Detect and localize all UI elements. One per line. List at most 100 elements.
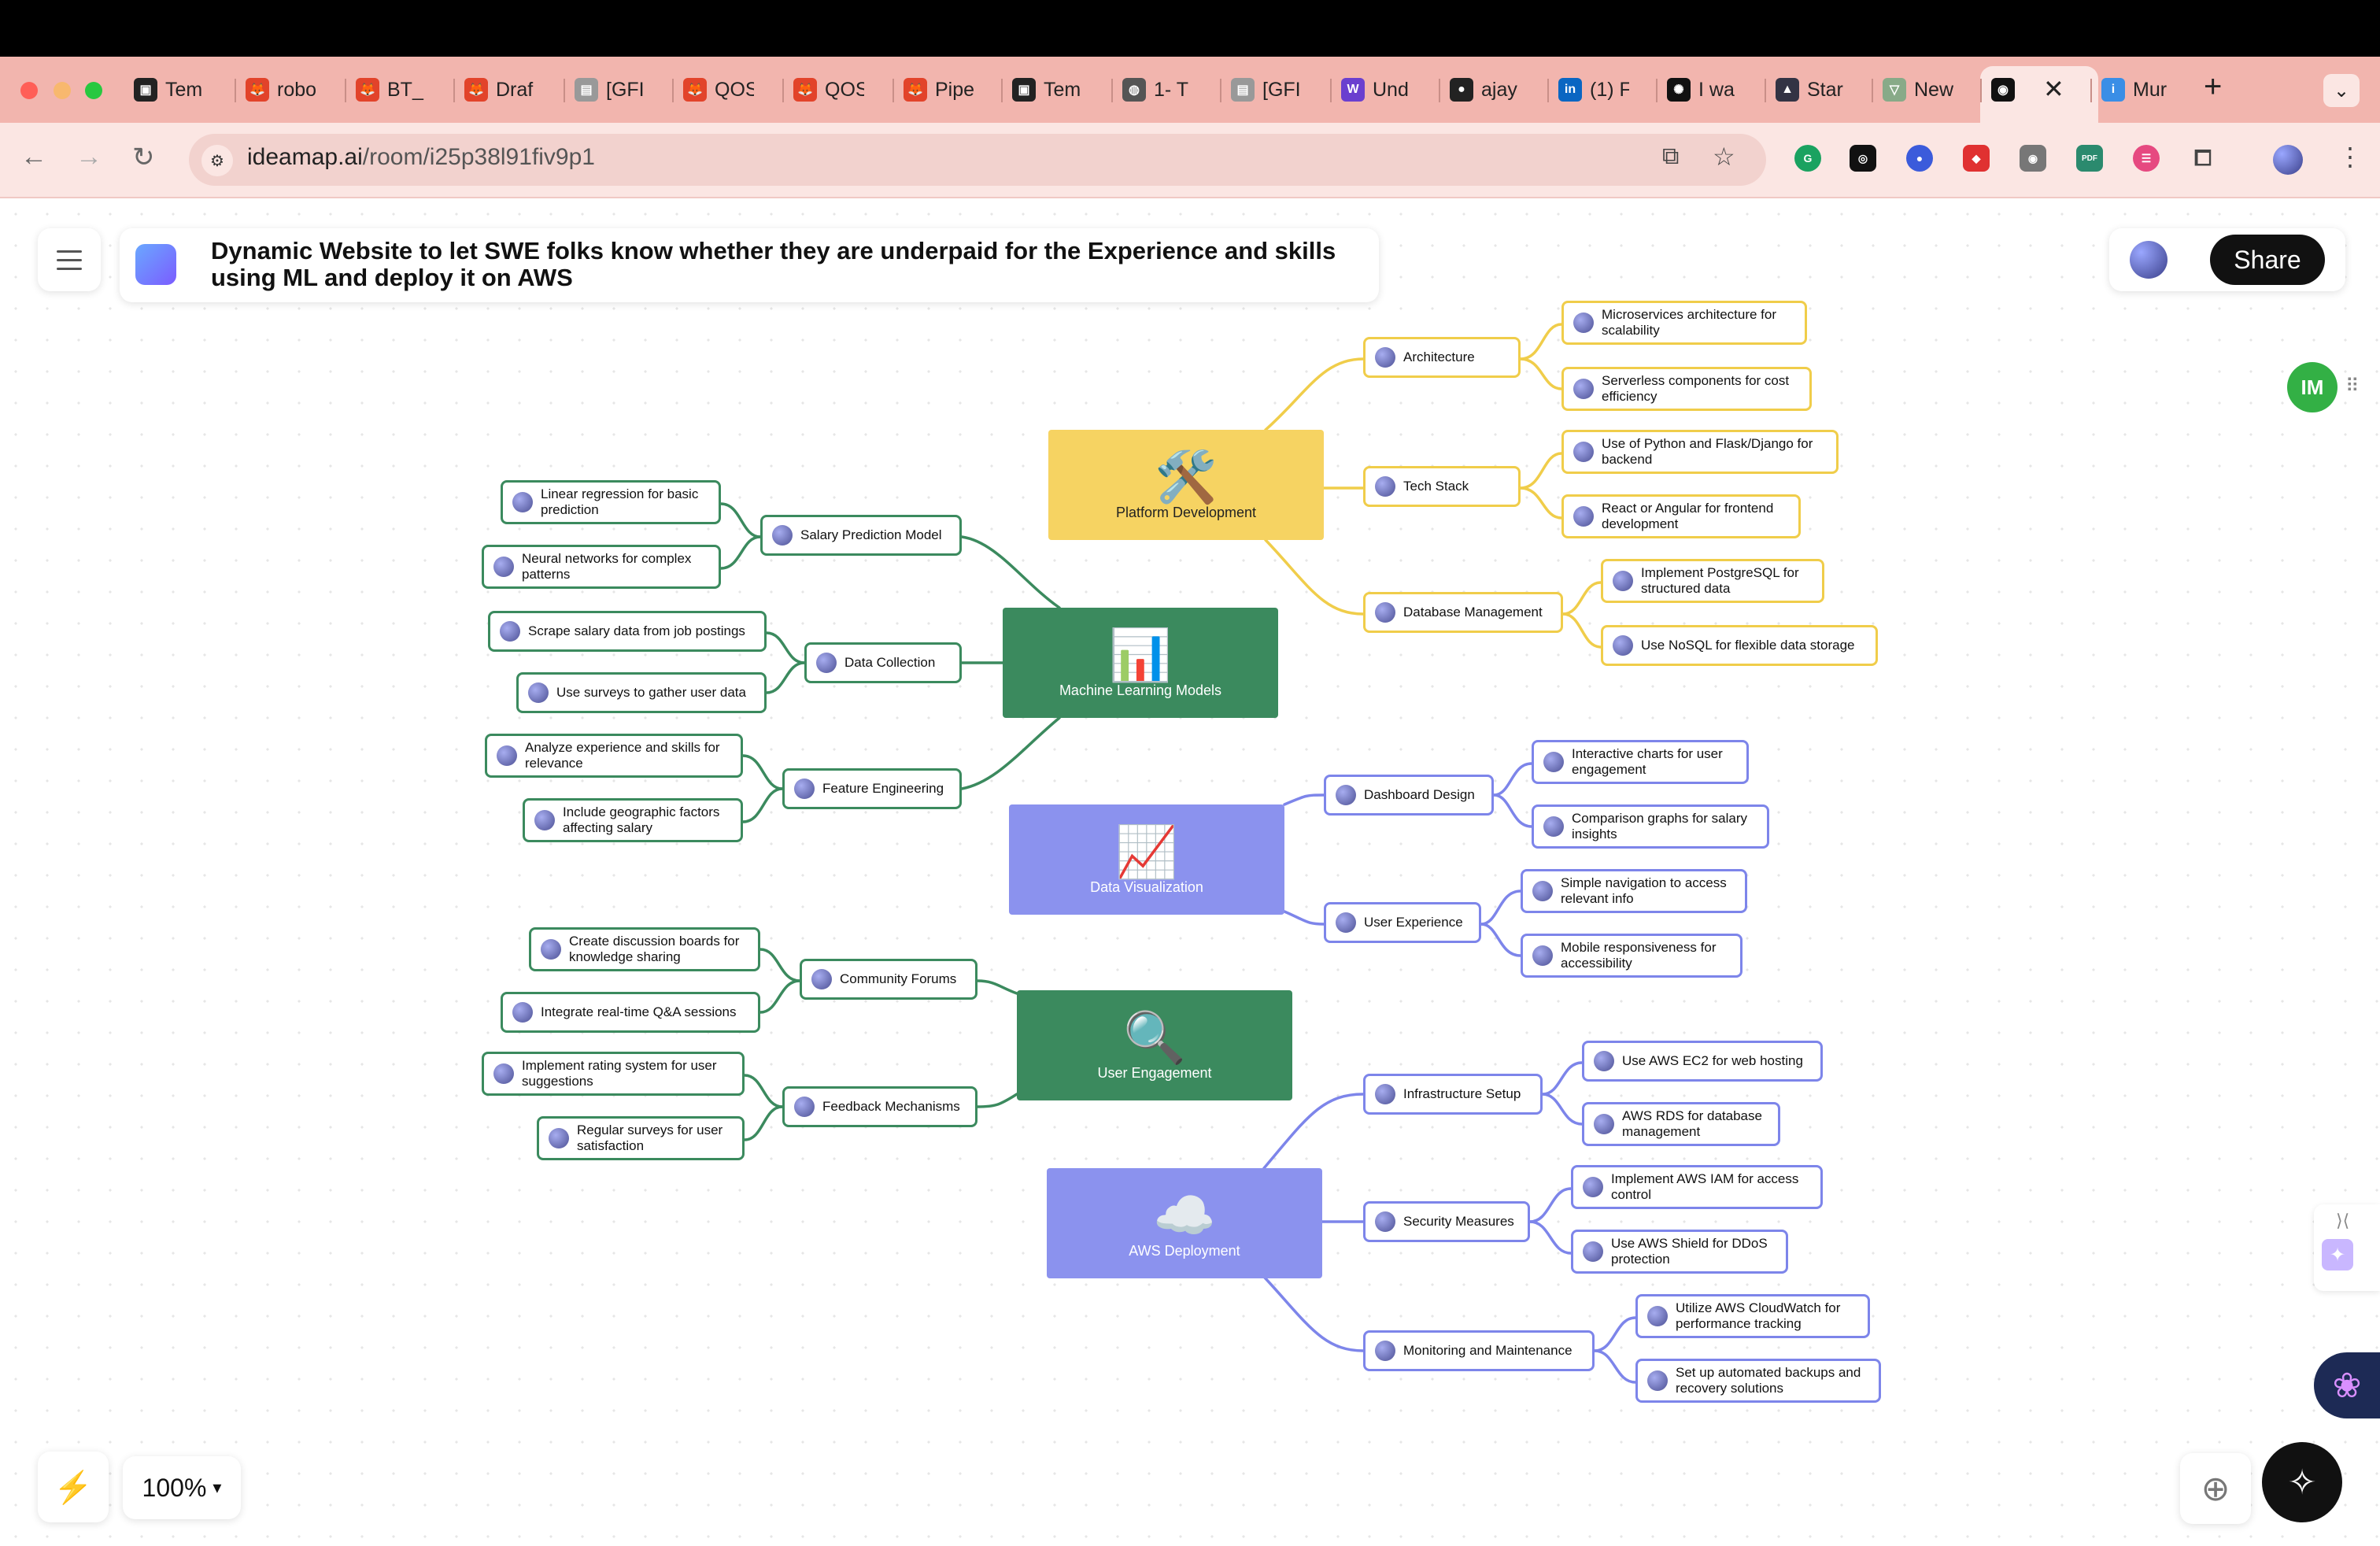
node-real-time-qa[interactable]: Integrate real-time Q&A sessions <box>501 992 760 1033</box>
node-community-forums[interactable]: Community Forums <box>800 959 978 1000</box>
node-automated-backups[interactable]: Set up automated backups and recovery so… <box>1635 1359 1881 1403</box>
minimize-window-button[interactable] <box>54 82 71 99</box>
hub-data-visualization[interactable]: 📈 Data Visualization <box>1009 804 1284 915</box>
browser-tab[interactable]: ✺I wa <box>1667 69 1738 110</box>
close-window-button[interactable] <box>20 82 38 99</box>
node-analyze-experience[interactable]: Analyze experience and skills for releva… <box>485 734 743 778</box>
address-bar[interactable] <box>189 134 1766 186</box>
node-comparison-graphs[interactable]: Comparison graphs for salary insights <box>1532 804 1769 849</box>
extension-orb-icon[interactable]: ● <box>1906 145 1933 172</box>
node-linear-regression[interactable]: Linear regression for basic prediction <box>501 480 721 524</box>
node-microservices[interactable]: Microservices architecture for scalabili… <box>1561 301 1807 345</box>
node-nosql[interactable]: Use NoSQL for flexible data storage <box>1601 625 1878 666</box>
browser-tab[interactable]: 🦊QOS <box>683 69 754 110</box>
node-mobile-responsiveness[interactable]: Mobile responsiveness for accessibility <box>1521 934 1743 978</box>
node-scrape-salary[interactable]: Scrape salary data from job postings <box>488 611 767 652</box>
browser-tab[interactable]: ▣Tem <box>134 69 205 110</box>
sparkle-chat-icon[interactable]: ✦ <box>2322 1239 2353 1270</box>
node-geographic-factors[interactable]: Include geographic factors affecting sal… <box>523 798 743 842</box>
ideamap-badge[interactable]: IM <box>2287 362 2338 412</box>
url-text[interactable]: ideamap.ai/room/i25p38l91fiv9p1 <box>247 144 595 171</box>
hamburger-menu-icon[interactable] <box>38 228 101 291</box>
node-feedback-mechanisms[interactable]: Feedback Mechanisms <box>782 1086 978 1127</box>
mindmap-canvas[interactable] <box>0 198 2380 1546</box>
collapse-icon[interactable]: ⟩⟨ <box>2336 1211 2350 1230</box>
node-data-collection[interactable]: Data Collection <box>804 642 962 683</box>
tab-search-icon[interactable]: ⌄ <box>2323 74 2360 107</box>
browser-tab[interactable]: ◉ <box>1991 69 2062 110</box>
node-rating-system[interactable]: Implement rating system for user suggest… <box>482 1052 745 1096</box>
share-button[interactable]: Share <box>2210 235 2325 285</box>
hub-aws-deployment[interactable]: ☁️ AWS Deployment <box>1047 1168 1322 1278</box>
browser-tab[interactable]: ◍1- T <box>1122 69 1193 110</box>
browser-tab[interactable]: 🦊BT_ <box>356 69 427 110</box>
browser-tab[interactable]: 🦊Draf <box>464 69 535 110</box>
node-python[interactable]: Use of Python and Flask/Django for backe… <box>1561 430 1839 474</box>
ai-orb-icon[interactable]: ❀ <box>2314 1352 2380 1418</box>
forward-icon[interactable]: → <box>76 142 102 172</box>
lightning-icon[interactable]: ⚡ <box>38 1452 109 1522</box>
hub-platform-development[interactable]: 🛠️ Platform Development <box>1048 430 1324 540</box>
node-regular-surveys[interactable]: Regular surveys for user satisfaction <box>537 1116 745 1160</box>
side-assistant-tab[interactable]: ⟩⟨ ✦ <box>2314 1204 2380 1291</box>
maximize-window-button[interactable] <box>85 82 102 99</box>
browser-tab[interactable]: ▽New <box>1883 69 1953 110</box>
site-info-icon[interactable]: ⚙ <box>201 145 233 176</box>
bookmark-star-icon[interactable]: ☆ <box>1713 142 1735 171</box>
browser-tab[interactable]: ●ajay <box>1450 69 1521 110</box>
page-title[interactable]: Dynamic Website to let SWE folks know wh… <box>211 237 1336 291</box>
profile-avatar[interactable] <box>2273 145 2303 175</box>
browser-tab[interactable]: ▣Tem <box>1012 69 1083 110</box>
node-feature-engineering[interactable]: Feature Engineering <box>782 768 962 809</box>
browser-tab[interactable]: in(1) F <box>1558 69 1629 110</box>
browser-tab[interactable]: ▲Star <box>1776 69 1846 110</box>
node-interactive-charts[interactable]: Interactive charts for user engagement <box>1532 740 1749 784</box>
node-monitoring-maintenance[interactable]: Monitoring and Maintenance <box>1363 1330 1595 1371</box>
extension-red-icon[interactable]: ◆ <box>1963 145 1990 172</box>
node-architecture[interactable]: Architecture <box>1363 337 1521 378</box>
node-tech-stack[interactable]: Tech Stack <box>1363 466 1521 507</box>
node-aws-shield[interactable]: Use AWS Shield for DDoS protection <box>1571 1230 1788 1274</box>
grammarly-extension-icon[interactable]: G <box>1794 145 1821 172</box>
node-simple-navigation[interactable]: Simple navigation to access relevant inf… <box>1521 869 1747 913</box>
add-node-icon[interactable]: ⊕ <box>2180 1453 2251 1524</box>
hub-user-engagement[interactable]: 🔍 User Engagement <box>1017 990 1292 1100</box>
node-salary-prediction-model[interactable]: Salary Prediction Model <box>760 515 962 556</box>
hub-machine-learning-models[interactable]: 📊 Machine Learning Models <box>1003 608 1278 718</box>
node-aws-cloudwatch[interactable]: Utilize AWS CloudWatch for performance t… <box>1635 1294 1870 1338</box>
magic-wand-icon[interactable]: ✧ <box>2262 1442 2342 1522</box>
node-use-surveys[interactable]: Use surveys to gather user data <box>516 672 767 713</box>
node-infrastructure-setup[interactable]: Infrastructure Setup <box>1363 1074 1543 1115</box>
new-tab-icon[interactable]: + <box>2204 69 2223 104</box>
drag-handle-icon[interactable]: ⠿ <box>2345 375 2360 397</box>
extensions-puzzle-icon[interactable]: ⧠ <box>2193 145 2212 170</box>
reload-icon[interactable]: ↻ <box>132 142 155 172</box>
node-user-experience[interactable]: User Experience <box>1324 902 1481 943</box>
node-neural-networks[interactable]: Neural networks for complex patterns <box>482 545 721 589</box>
browser-tab[interactable]: ▤[GFI <box>575 69 645 110</box>
extension-gray-icon[interactable]: ◉ <box>2020 145 2046 172</box>
pdf-extension-icon[interactable]: PDF <box>2076 145 2103 172</box>
node-aws-ec2[interactable]: Use AWS EC2 for web hosting <box>1582 1041 1823 1082</box>
extension-pink-icon[interactable]: ☰ <box>2133 145 2160 172</box>
close-tab-icon[interactable]: ✕ <box>2043 75 2064 103</box>
openai-extension-icon[interactable]: ◎ <box>1850 145 1876 172</box>
browser-menu-icon[interactable]: ⋮ <box>2338 142 2363 171</box>
node-security-measures[interactable]: Security Measures <box>1363 1201 1530 1242</box>
browser-tab[interactable]: 🦊Pipe <box>904 69 974 110</box>
install-app-icon[interactable]: ⧉ <box>1662 143 1680 169</box>
node-database-management[interactable]: Database Management <box>1363 592 1563 633</box>
node-serverless[interactable]: Serverless components for cost efficienc… <box>1561 367 1812 411</box>
node-react[interactable]: React or Angular for frontend developmen… <box>1561 494 1801 538</box>
browser-tab[interactable]: 🦊QOS <box>793 69 864 110</box>
node-aws-iam[interactable]: Implement AWS IAM for access control <box>1571 1165 1823 1209</box>
browser-tab[interactable]: 🦊robo <box>246 69 316 110</box>
node-discussion-boards[interactable]: Create discussion boards for knowledge s… <box>529 927 760 971</box>
browser-tab[interactable]: ▤[GFI <box>1231 69 1302 110</box>
back-icon[interactable]: ← <box>20 142 47 172</box>
user-avatar[interactable] <box>2130 241 2168 279</box>
node-postgres[interactable]: Implement PostgreSQL for structured data <box>1601 559 1824 603</box>
node-dashboard-design[interactable]: Dashboard Design <box>1324 775 1494 816</box>
